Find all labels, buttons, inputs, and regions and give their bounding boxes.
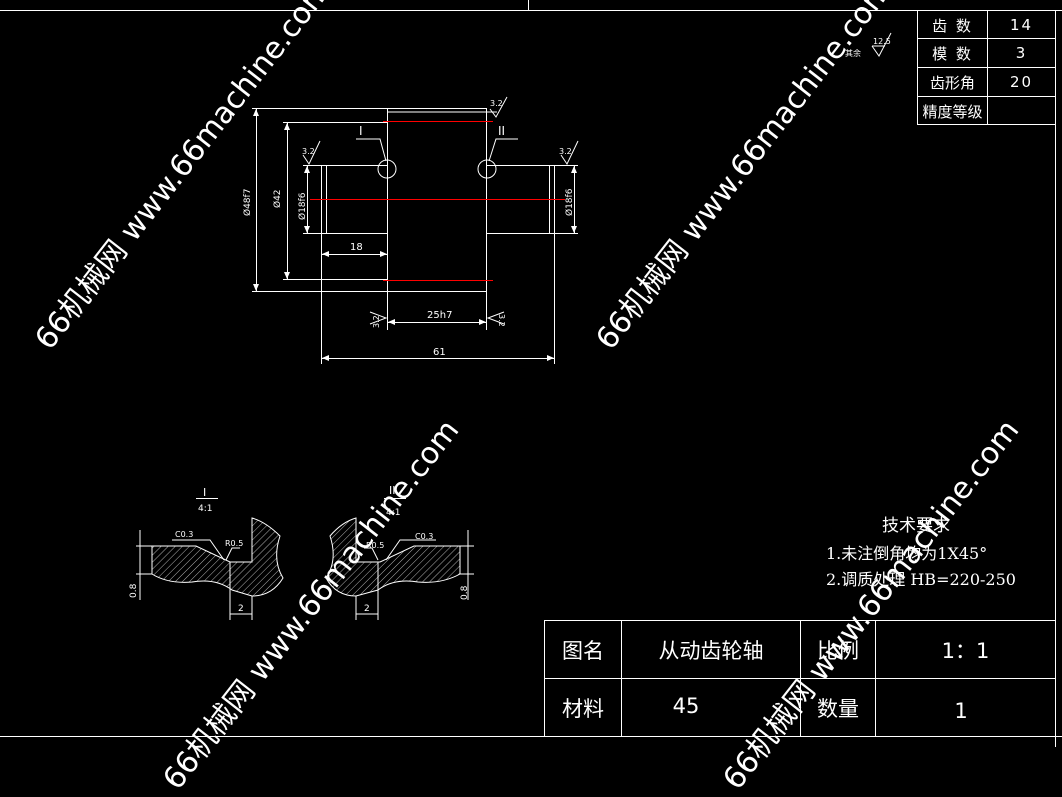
title-block-grid — [544, 620, 1056, 737]
detail2-label: II — [389, 484, 396, 497]
detail1-radius: R0.5 — [225, 539, 243, 548]
material-label: 材料 — [562, 696, 604, 721]
dim-d42: Ø42 — [272, 189, 283, 208]
drawing-name-label: 图名 — [562, 638, 604, 663]
roughness-right: 3.2 — [559, 147, 572, 156]
dim-len61: 61 — [433, 347, 446, 358]
gear-module-value: 3 — [1015, 44, 1028, 62]
detail1-height: 0.8 — [129, 583, 139, 598]
detail1-width: 2 — [238, 604, 244, 614]
detail1-chamfer: C0.3 — [175, 530, 193, 539]
requirement-1: 1.未注倒角均为1X45° — [826, 544, 988, 563]
gear-teeth-value: 14 — [1009, 16, 1034, 34]
roughness-left: 3.2 — [302, 147, 315, 156]
detail1-scale: 4:1 — [198, 504, 212, 514]
quantity-label: 数量 — [817, 696, 859, 721]
gear-grade-value — [988, 97, 1055, 125]
detail2-chamfer: C0.3 — [415, 532, 433, 541]
gear-angle-value: 20 — [1009, 73, 1034, 91]
detail2-radius: R0.5 — [366, 541, 384, 550]
dim-len25: 25h7 — [427, 310, 452, 321]
detail2-height: 0.8 — [460, 585, 470, 600]
roughness-bottom-left: 3.2 — [372, 315, 381, 328]
detail-mark-2: II — [498, 124, 505, 138]
gear-teeth-label: 齿 数 — [932, 16, 973, 35]
gear-grade-label: 精度等级 — [922, 102, 983, 121]
dim-d18-right: Ø18f6 — [564, 188, 575, 216]
requirement-2: 2.调质处理 HB=220-250 — [826, 570, 1016, 589]
requirements-title: 技术要求 — [882, 516, 950, 536]
roughness-top: 3.2 — [490, 99, 503, 108]
detail-I — [136, 498, 284, 620]
detail-mark-1: I — [359, 124, 363, 138]
engineering-drawing: Ø48f7 Ø42 Ø18f6 Ø18f6 18 25h7 61 I II 3.… — [0, 0, 1062, 747]
roughness-bottom-right: 3.2 — [497, 314, 506, 327]
detail2-width: 2 — [364, 604, 370, 614]
scale-value: 1：1 — [941, 638, 990, 663]
scale-label: 比例 — [817, 638, 859, 663]
dim-d48: Ø48f7 — [242, 189, 253, 216]
detail2-scale: 4:1 — [386, 508, 400, 518]
detail-II — [325, 498, 474, 620]
dim-d18-left: Ø18f6 — [297, 192, 308, 220]
shaft-main-view — [252, 108, 578, 364]
dim-len18: 18 — [350, 242, 363, 253]
roughness-other-label: 其余 — [845, 48, 861, 58]
roughness-global: 12.5 — [873, 37, 891, 46]
gear-angle-label: 齿形角 — [929, 73, 975, 92]
gear-param-grid — [917, 10, 1056, 125]
quantity-value: 1 — [954, 699, 968, 723]
drawing-name-value: 从动齿轮轴 — [658, 638, 764, 663]
detail1-label: I — [203, 486, 206, 499]
material-value: 45 — [672, 694, 700, 718]
gear-module-label: 模 数 — [932, 44, 973, 63]
